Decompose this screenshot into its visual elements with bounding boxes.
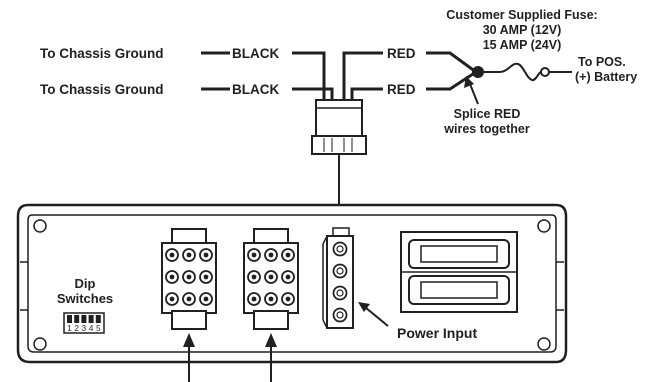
pin-center	[251, 274, 257, 280]
pin-center	[203, 274, 209, 280]
red-wire-bottom	[350, 87, 383, 101]
power-pin-center	[336, 311, 344, 319]
pin-center	[186, 296, 192, 302]
red-label-bottom: RED	[387, 82, 416, 97]
dip-switch-number: 2	[74, 324, 79, 333]
pin-center	[169, 252, 175, 258]
black-label-top: BLACK	[232, 46, 279, 61]
pin-center	[203, 252, 209, 258]
black-wire-top	[292, 51, 326, 101]
ground-label-bottom: To Chassis Ground	[40, 82, 164, 97]
fuse-terminal	[540, 67, 550, 77]
fuse-holder-block	[400, 231, 518, 313]
to-pos-label: To POS.	[578, 55, 626, 69]
splice-label-2: wires together	[443, 122, 530, 136]
pin-center	[251, 296, 257, 302]
pin-center	[251, 252, 257, 258]
red-wire-top	[342, 51, 383, 101]
power-pin-center	[336, 267, 344, 275]
fuse-24v-label: 15 AMP (24V)	[483, 38, 562, 52]
splice-label-1: Splice RED	[454, 107, 521, 121]
dip-label-1: Dip	[75, 276, 96, 291]
dip-switch-lever[interactable]	[74, 315, 80, 323]
power-pin-center	[336, 245, 344, 253]
fuse-title-label: Customer Supplied Fuse:	[446, 8, 597, 22]
connector-pins	[165, 248, 295, 306]
pin-center	[285, 252, 291, 258]
splice-arrow-line	[469, 83, 479, 105]
pin-center	[203, 296, 209, 302]
arrow-middle-head	[265, 333, 277, 347]
pin-center	[285, 296, 291, 302]
pin-center	[169, 274, 175, 280]
pin-center	[169, 296, 175, 302]
dip-switch-lever[interactable]	[88, 315, 94, 323]
black-label-bottom: BLACK	[232, 82, 279, 97]
power-pins	[332, 241, 348, 323]
dip-switch-number: 1	[67, 324, 72, 333]
pin-center	[268, 274, 274, 280]
splice-arrow-head	[464, 76, 474, 88]
fuse-12v-label: 30 AMP (12V)	[483, 23, 562, 37]
dip-switch-lever[interactable]	[67, 315, 72, 323]
battery-label: (+) Battery	[575, 70, 637, 84]
power-input-arrow-head	[358, 302, 370, 312]
dip-switch-number: 3	[82, 324, 87, 333]
pin-center	[268, 296, 274, 302]
red-label-top: RED	[387, 46, 416, 61]
arrow-left-head	[183, 333, 195, 347]
black-wire-bottom	[292, 87, 334, 101]
power-pin-center	[336, 289, 344, 297]
dip-switch-number: 5	[96, 324, 101, 333]
pin-center	[186, 252, 192, 258]
pin-center	[268, 252, 274, 258]
pin-center	[285, 274, 291, 280]
dip-switch-lever[interactable]	[95, 315, 101, 323]
pin-center	[186, 274, 192, 280]
harness-connector	[311, 99, 367, 155]
dip-label-2: Switches	[57, 291, 113, 306]
red-splice-top	[426, 51, 477, 74]
dip-switch-lever[interactable]	[81, 315, 87, 323]
power-input-arrow-line	[365, 307, 389, 327]
power-input-label: Power Input	[397, 325, 477, 341]
fuse-wire	[478, 62, 542, 82]
ground-label-top: To Chassis Ground	[40, 46, 164, 61]
dip-switch-number: 4	[89, 324, 94, 333]
